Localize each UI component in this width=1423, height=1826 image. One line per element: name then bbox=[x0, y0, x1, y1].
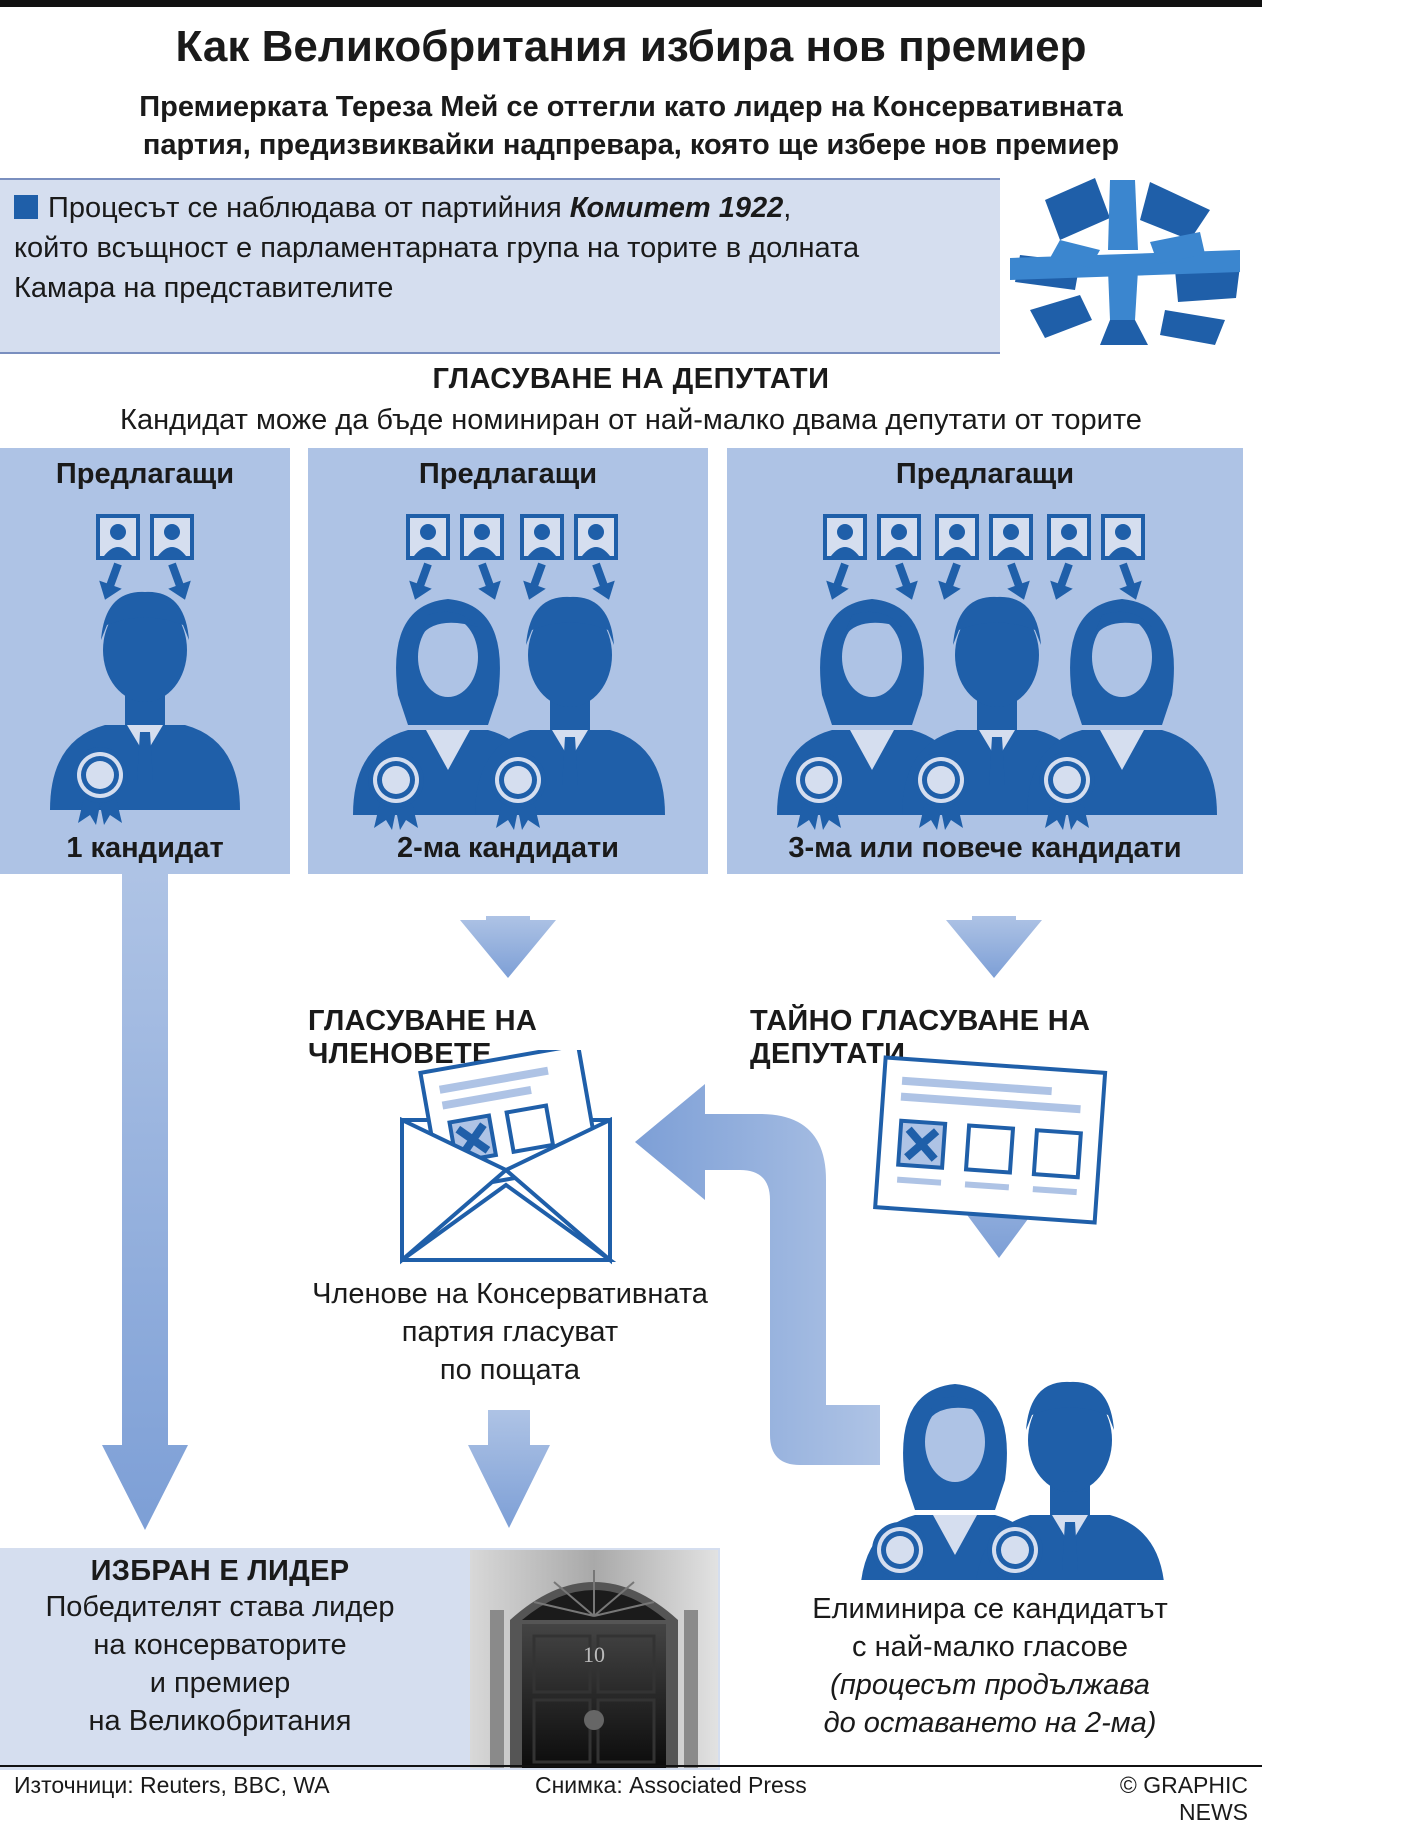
nominator-mp-icon bbox=[406, 514, 450, 560]
arrow-to-members-vote-icon bbox=[460, 916, 556, 978]
rosette-icon bbox=[913, 752, 969, 830]
downing-street-door-photo: 10 bbox=[470, 1550, 718, 1768]
copyright-credit: © GRAPHIC NEWS bbox=[1119, 1772, 1248, 1825]
panel-2-foot: 2-ма кандидати bbox=[396, 832, 619, 864]
nomination-arrow-icon bbox=[932, 559, 969, 604]
nominator-mp-icon bbox=[574, 514, 618, 560]
nominator-mp-icon bbox=[877, 514, 921, 560]
mp-voting-title: ГЛАСУВАНЕ НА ДЕПУТАТИ bbox=[432, 363, 830, 395]
committee-name: Комитет 1922 bbox=[569, 192, 784, 224]
nomination-arrow-icon bbox=[1044, 559, 1081, 604]
nomination-arrow-icon bbox=[584, 559, 621, 604]
postal-ballot-envelope-icon bbox=[400, 1050, 617, 1265]
page-title: Как Великобритания избира нов премиер bbox=[175, 22, 1087, 71]
nomination-arrow-icon bbox=[517, 559, 554, 604]
info-line-3: Камара на представителите bbox=[14, 272, 394, 304]
nominator-mp-icon bbox=[520, 514, 564, 560]
nominator-mp-icon bbox=[823, 514, 867, 560]
info-text: Процесът се наблюдава от партийния Комит… bbox=[14, 188, 994, 308]
nomination-arrow-icon bbox=[887, 559, 924, 604]
info-box bbox=[0, 178, 1000, 354]
members-vote-title: ГЛАСУВАНЕ НА ЧЛЕНОВЕТЕ bbox=[308, 1005, 538, 1070]
subtitle-line-2: партия, предизвиквайки надпревара, която… bbox=[142, 129, 1120, 161]
panel-3-figures bbox=[777, 514, 1217, 830]
top-rule bbox=[0, 0, 1262, 7]
conservative-tree-logo-icon bbox=[1010, 178, 1240, 345]
panel-2-head: Предлагащи bbox=[418, 458, 598, 490]
arrow-to-leader-icon bbox=[102, 874, 188, 1530]
rosette-icon bbox=[368, 752, 424, 830]
nominator-mp-icon bbox=[1047, 514, 1091, 560]
panel-3-foot: 3-ма или повече кандидати bbox=[788, 832, 1182, 864]
nomination-arrow-icon bbox=[470, 559, 507, 604]
rosette-icon bbox=[1039, 752, 1095, 830]
nominator-mp-icon bbox=[989, 514, 1033, 560]
rosette-icon bbox=[791, 752, 847, 830]
leader-text: ИЗБРАН Е ЛИДЕР Победителят става лидер н… bbox=[0, 1555, 440, 1740]
remaining-candidates-figures bbox=[860, 1381, 1165, 1580]
rosette-icon bbox=[72, 747, 128, 825]
rosette-icon bbox=[490, 752, 546, 830]
loop-back-arrow-icon bbox=[635, 1084, 880, 1465]
nominator-mp-icon bbox=[150, 514, 194, 560]
footer-rule bbox=[0, 1765, 1262, 1767]
nomination-arrow-icon bbox=[820, 559, 857, 604]
photo-credit: Снимка: Associated Press bbox=[535, 1772, 807, 1798]
members-vote-description: Членове на Консервативната партия гласув… bbox=[312, 1278, 708, 1386]
nominator-mp-icon bbox=[935, 514, 979, 560]
panel-1-foot: 1 кандидат bbox=[66, 832, 224, 864]
door-number: 10 bbox=[583, 1642, 605, 1667]
secret-ballot-paper-icon bbox=[873, 1055, 1108, 1225]
panel-2-figures bbox=[353, 514, 665, 830]
page-subtitle: Премиерката Тереза Мей се оттегли като л… bbox=[0, 88, 1262, 164]
arrow-members-to-leader-icon bbox=[468, 1410, 550, 1528]
bullet-square-icon bbox=[14, 195, 38, 219]
secret-ballot-title: ТАЙНО ГЛАСУВАНЕ НА ДЕПУТАТИ bbox=[750, 1005, 1091, 1070]
nomination-arrow-icon bbox=[403, 559, 440, 604]
elimination-description: Елиминира се кандидатът с най-малко глас… bbox=[812, 1593, 1168, 1739]
sources-credit: Източници: Reuters, BBC, WA bbox=[14, 1772, 330, 1798]
nominator-mp-icon bbox=[1101, 514, 1145, 560]
nomination-arrow-icon bbox=[1111, 559, 1148, 604]
panel-1-figures bbox=[50, 514, 240, 825]
info-line-2: който всъщност е парламентарната група н… bbox=[14, 232, 860, 264]
leader-title: ИЗБРАН Е ЛИДЕР bbox=[90, 1555, 350, 1587]
mp-voting-description: Кандидат може да бъде номиниран от най-м… bbox=[120, 404, 1142, 436]
arrow-to-secret-ballot-icon bbox=[946, 916, 1042, 978]
nominator-mp-icon bbox=[460, 514, 504, 560]
subtitle-line-1: Премиерката Тереза Мей се оттегли като л… bbox=[139, 91, 1123, 123]
panel-3-head: Предлагащи bbox=[895, 458, 1075, 490]
panel-1-head: Предлагащи bbox=[55, 458, 235, 490]
nominator-mp-icon bbox=[96, 514, 140, 560]
